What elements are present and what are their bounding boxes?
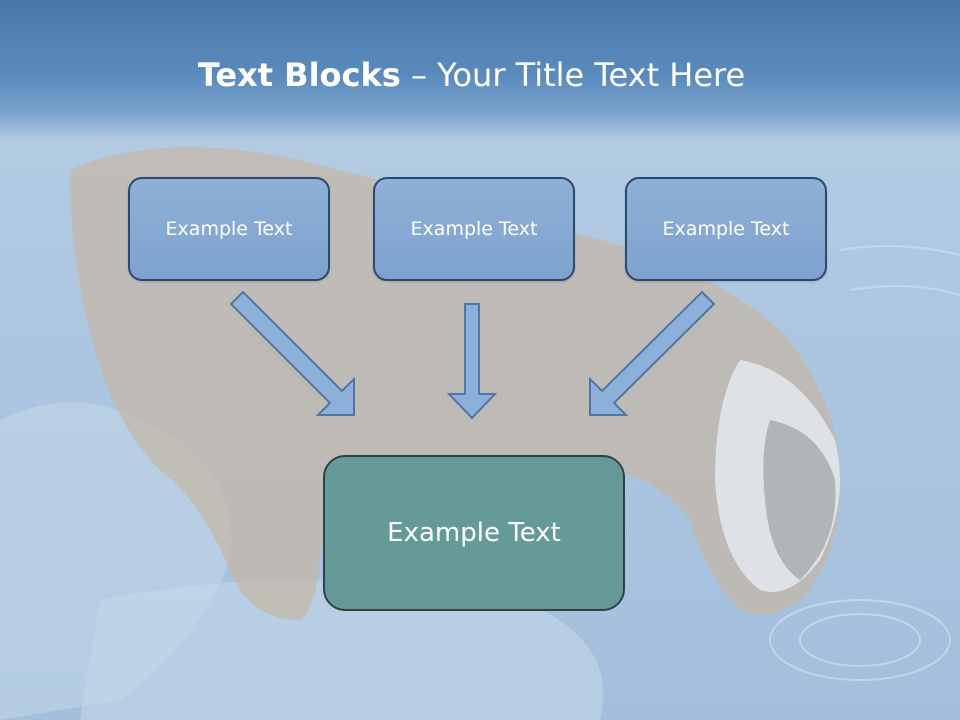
arrow-center [446, 303, 498, 420]
main-text-block-label: Example Text [387, 518, 561, 548]
title-band [0, 0, 960, 140]
title-rest: – Your Title Text Here [400, 56, 746, 94]
text-block-3-label: Example Text [662, 218, 790, 240]
text-block-2-label: Example Text [410, 218, 538, 240]
title-bold: Text Blocks [197, 56, 401, 94]
text-block-1-label: Example Text [165, 218, 293, 240]
text-block-3: Example Text [625, 177, 827, 281]
main-text-block: Example Text [323, 455, 625, 611]
text-block-2: Example Text [373, 177, 575, 281]
text-block-1: Example Text [128, 177, 330, 281]
arrow-right [589, 290, 716, 416]
slide-title: Text Blocks – Your Title Text Here [0, 52, 943, 98]
arrow-left [229, 290, 355, 416]
